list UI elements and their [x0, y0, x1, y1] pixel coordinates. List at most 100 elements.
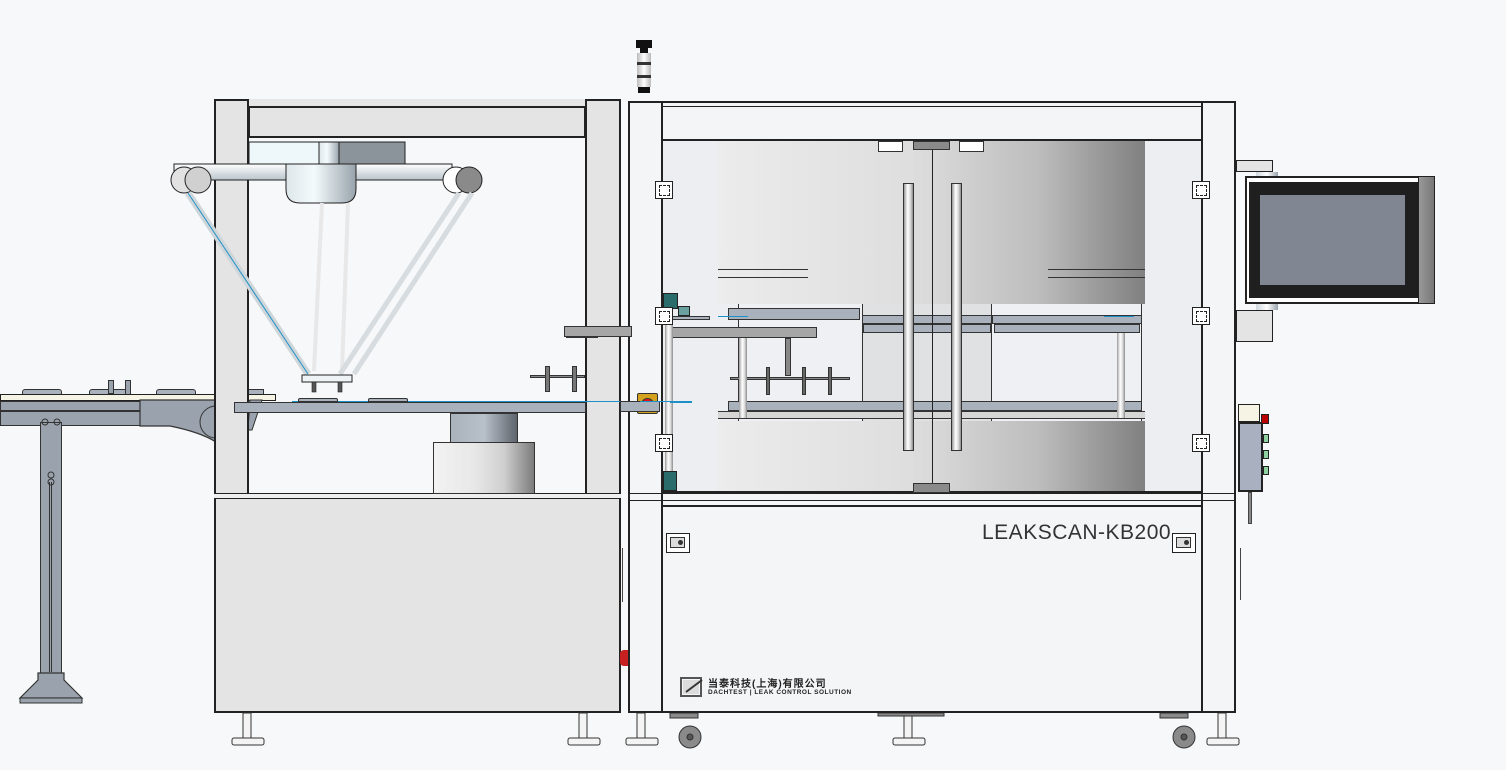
- hmi-touchscreen[interactable]: [1235, 155, 1437, 345]
- delta-robot-cell: [170, 99, 692, 713]
- sensor-probe: [545, 366, 550, 392]
- upper-press-plate: [992, 315, 1142, 324]
- control-box-top: [1238, 404, 1260, 422]
- probe: [828, 367, 832, 395]
- stack-light-cap: [636, 40, 652, 48]
- blue-accent-line: [1104, 316, 1134, 317]
- green-pushbutton[interactable]: [1263, 434, 1269, 443]
- probe-rack: [730, 377, 850, 380]
- brand-block: 当泰科技(上海)有限公司 DACHTEST | LEAK CONTROL SOL…: [680, 675, 900, 699]
- delta-robot: [170, 141, 483, 393]
- window-hinge: [655, 307, 673, 325]
- chamber-base-line: [628, 493, 1236, 501]
- sensor-bar: [530, 375, 585, 378]
- hmi-mount-bottom: [1236, 310, 1273, 342]
- stop-pushbutton[interactable]: [1261, 414, 1269, 424]
- cabinet-lock-icon[interactable]: [666, 533, 690, 553]
- blue-accent-line: [670, 402, 692, 403]
- drum-groove: [718, 269, 808, 270]
- probe-cylinder: [785, 338, 791, 376]
- upper-press-plate-lower: [994, 324, 1140, 333]
- drum-groove: [1048, 269, 1145, 270]
- control-box-body: [1238, 422, 1263, 492]
- chamber-right-pillar: [1201, 101, 1236, 713]
- connector-plate: [620, 401, 660, 412]
- conveyor-rail-line: [0, 410, 210, 412]
- blue-accent-line: [718, 316, 748, 317]
- control-box-cable: [1248, 492, 1252, 524]
- upper-chamber-drum: [718, 141, 1145, 304]
- conveyor-leg-groove: [49, 482, 52, 672]
- conveyor-foot: [18, 418, 84, 704]
- guide-post: [739, 338, 747, 418]
- door-hinge-top: [878, 141, 903, 152]
- hmi-pivot: [1256, 304, 1278, 310]
- window-hinge: [1192, 181, 1210, 199]
- window-hinge: [1192, 434, 1210, 452]
- cabinet-lock-icon[interactable]: [1172, 533, 1196, 553]
- brand-logo-icon: [680, 677, 703, 697]
- hmi-pivot: [1256, 172, 1278, 178]
- green-pushbutton[interactable]: [1263, 450, 1269, 459]
- transfer-arm: [670, 327, 817, 338]
- robot-cell-right-pillar: [585, 99, 621, 499]
- probe: [802, 367, 806, 395]
- connector-bracket: [564, 326, 632, 337]
- stack-light-segment: [637, 65, 651, 75]
- door-latch[interactable]: [913, 483, 950, 493]
- upper-press-plate-lower: [863, 324, 991, 333]
- lower-cabinet-door: [661, 505, 1203, 713]
- window-hinge: [655, 434, 673, 452]
- chamber-top-rail: [628, 101, 1236, 107]
- infeed-conveyor: [0, 380, 280, 710]
- sensor-probe: [572, 366, 577, 392]
- conveyor-belt: [0, 394, 276, 401]
- upper-press-plate: [728, 308, 860, 320]
- upper-press-plate: [862, 315, 992, 324]
- door-seam: [932, 141, 933, 493]
- index-table-tray: [368, 398, 408, 402]
- stack-light-base: [638, 87, 650, 93]
- left-guide-post: [665, 311, 673, 471]
- blue-accent-line: [292, 401, 692, 402]
- window-hinge: [655, 181, 673, 199]
- blue-accent-line: [640, 401, 692, 402]
- drum-groove: [1048, 277, 1145, 278]
- machine-model-label: LEAKSCAN-KB200: [982, 521, 1172, 544]
- robot-cell-base-cabinet: [214, 497, 621, 713]
- sensor-post: [108, 380, 114, 394]
- lower-nest-plate: [728, 401, 1142, 411]
- guide-post: [1117, 333, 1125, 418]
- door-handle-right[interactable]: [951, 183, 962, 451]
- hmi-screen[interactable]: [1260, 195, 1405, 285]
- door-hinge-top: [959, 141, 984, 152]
- hmi-side-edge: [1418, 176, 1435, 304]
- table-hub: [450, 413, 518, 443]
- index-table: [234, 402, 586, 413]
- window-hinge: [1192, 307, 1210, 325]
- side-power-socket: [620, 650, 628, 666]
- leak-test-chamber: LEAKSCAN-KB200 当泰科技(上海)有限公司 DACHTEST | L…: [566, 101, 1236, 713]
- control-box: [1237, 404, 1272, 524]
- robot-cell-header: [248, 106, 586, 138]
- stack-light: [634, 40, 654, 102]
- drum-groove: [718, 277, 808, 278]
- index-table-tray: [298, 398, 338, 402]
- side-cable-duct: [1235, 548, 1241, 600]
- teal-actuator: [663, 471, 677, 491]
- door-latch[interactable]: [913, 141, 950, 150]
- stack-light-band: [637, 75, 651, 78]
- green-pushbutton[interactable]: [1263, 466, 1269, 475]
- hmi-mount-top: [1236, 160, 1273, 172]
- teal-actuator: [678, 306, 690, 316]
- stack-light-neck: [640, 48, 648, 53]
- brand-tagline: DACHTEST | LEAK CONTROL SOLUTION: [708, 689, 852, 696]
- stack-light-segment: [637, 78, 651, 87]
- side-cable-duct: [622, 548, 628, 602]
- robot-cell-base-line: [214, 493, 621, 499]
- door-handle-left[interactable]: [903, 183, 914, 451]
- small-bracket: [670, 316, 710, 320]
- probe: [766, 367, 770, 395]
- stack-light-segment: [637, 53, 651, 62]
- lower-rail: [718, 411, 1145, 419]
